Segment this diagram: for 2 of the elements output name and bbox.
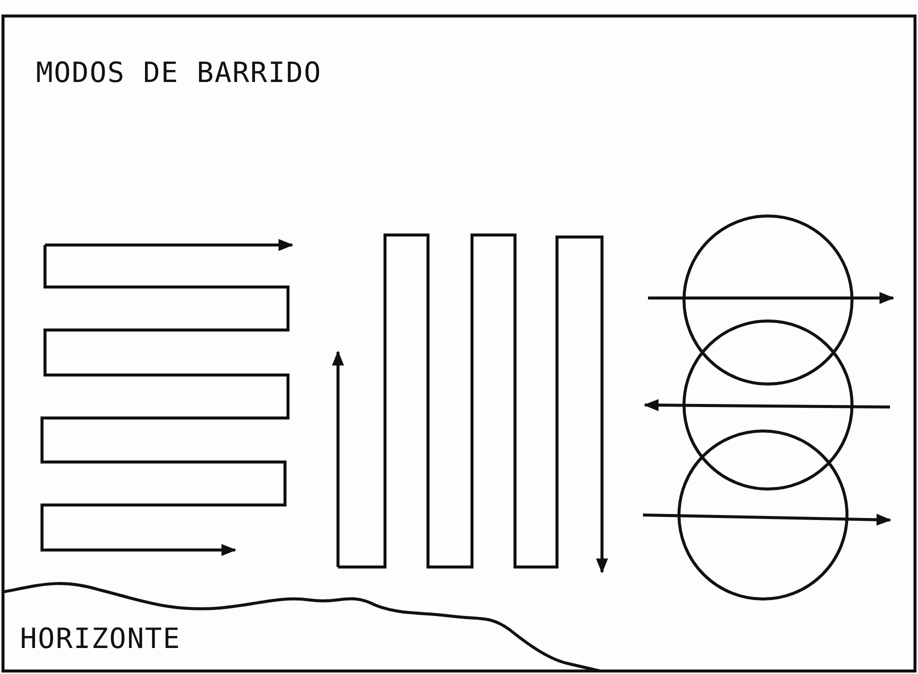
horizon-label: HORIZONTE: [20, 622, 181, 655]
diagram-title: MODOS DE BARRIDO: [36, 56, 322, 89]
